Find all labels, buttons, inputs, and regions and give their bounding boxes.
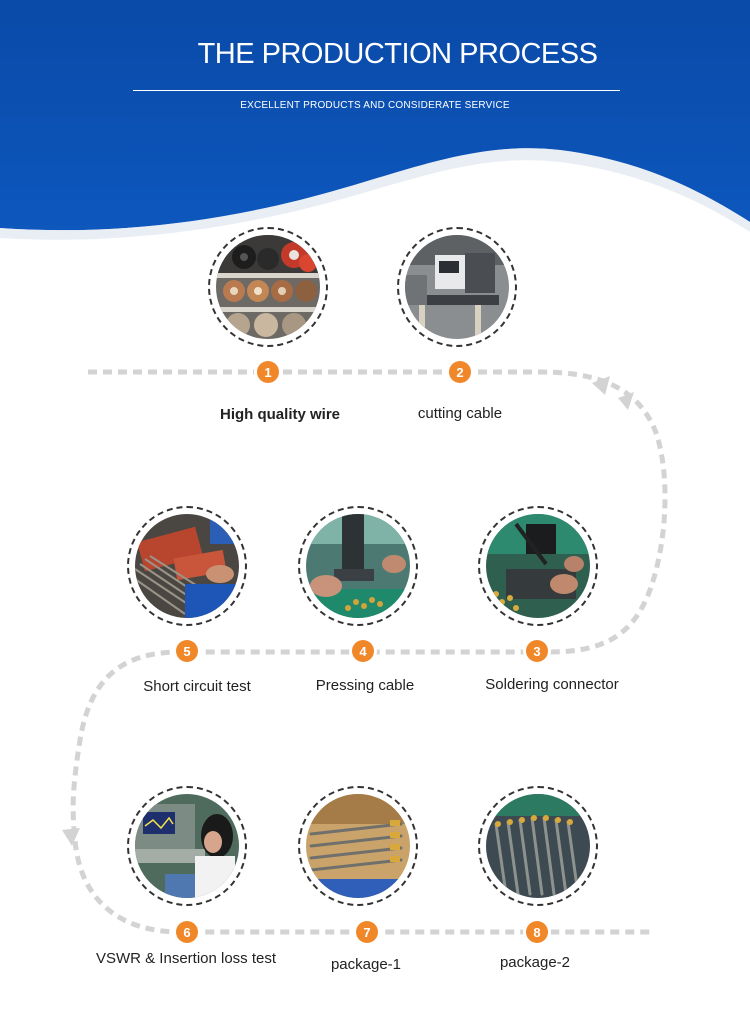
step-2-label: cutting cable [417,405,503,422]
soldering-image [486,514,590,618]
arrow-icon [62,828,80,846]
vswr-test-image [135,794,239,898]
cutting-machine-image [405,235,509,339]
step-1-badge: 1 [257,361,279,383]
page-subtitle: EXCELLENT PRODUCTS AND CONSIDERATE SERVI… [240,100,510,111]
step-6-badge: 6 [176,921,198,943]
step-1-label: High quality wire [219,406,341,423]
step-7-badge: 7 [356,921,378,943]
step-4-photo [298,506,418,626]
step-2-badge: 2 [449,361,471,383]
step-5-badge: 5 [176,640,198,662]
arrow-icon [618,392,634,410]
step-6-photo [127,786,247,906]
step-1-photo [208,227,328,347]
step-7-label: package-1 [330,956,402,973]
header-banner: THE PRODUCTION PROCESS EXCELLENT PRODUCT… [0,0,750,260]
pressing-machine-image [306,514,410,618]
title-divider [133,90,620,91]
page-title: THE PRODUCTION PROCESS [197,38,598,70]
step-3-photo [478,506,598,626]
header-wave-background [0,0,750,240]
step-7-photo [298,786,418,906]
step-2-photo [397,227,517,347]
step-3-badge: 3 [526,640,548,662]
step-4-label: Pressing cable [315,677,415,694]
step-4-badge: 4 [352,640,374,662]
step-3-label: Soldering connector [485,676,619,693]
step-5-photo [127,506,247,626]
short-circuit-test-image [135,514,239,618]
step-8-label: package-2 [499,954,571,971]
step-8-photo [478,786,598,906]
step-5-label: Short circuit test [143,678,251,695]
step-6-label: VSWR & Insertion loss test [95,950,277,967]
package-2-image [486,794,590,898]
flow-arrows [62,376,634,846]
package-1-image [306,794,410,898]
step-8-badge: 8 [526,921,548,943]
arrow-icon [592,376,610,395]
wire-spools-image [216,235,320,339]
